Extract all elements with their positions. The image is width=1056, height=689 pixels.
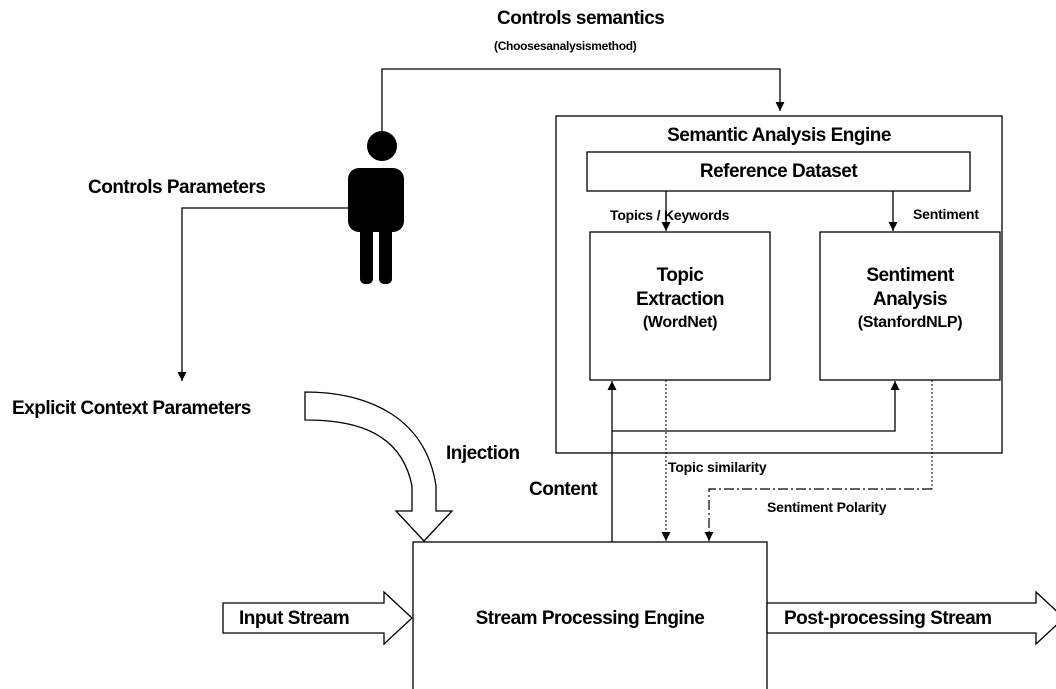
explicit-context-label: Explicit Context Parameters [12,398,251,419]
chooses-method-label: (Choosesanalysismethod) [494,39,637,53]
topic-box-line2: Extraction [636,289,724,310]
semantic-engine-title: Semantic Analysis Engine [667,125,891,146]
input-stream-arrow [222,590,413,646]
sentiment-label: Sentiment [913,206,979,222]
controls-parameters-label: Controls Parameters [88,177,266,198]
sentiment-polarity-label: Sentiment Polarity [767,499,887,515]
topics-keywords-label: Topics / Keywords [610,207,730,223]
topic-extraction-box [589,231,771,381]
post-processing-stream-label: Post-processing Stream [784,608,992,629]
post-processing-stream-arrow [766,590,1056,646]
sentiment-box-line2: Analysis [872,289,948,310]
sentiment-box-line1: Sentiment [866,265,954,286]
controls-parameters-arrow [177,207,350,381]
controls-semantics-arrow [381,68,785,131]
injection-arrow [304,391,454,542]
sentiment-polarity-arrow [704,488,932,541]
input-stream-label: Input Stream [239,608,350,629]
topic-box-line1: Topic [656,265,704,286]
injection-label: Injection [446,443,520,464]
person-icon [348,131,404,284]
topic-box-line3: (WordNet) [642,314,718,331]
content-label: Content [529,479,598,500]
sentiment-box-line3: (StanfordNLP) [857,314,963,331]
reference-dataset-box [586,151,971,192]
semantic-analysis-engine [555,115,1003,454]
stream-processing-engine [412,541,768,689]
content-arrow-sentiment [612,381,900,432]
reference-dataset-label: Reference Dataset [699,161,858,182]
controls-semantics-label: Controls semantics [497,8,665,29]
stream-engine-title: Stream Processing Engine [475,608,705,629]
topic-similarity-label: Topic similarity [668,459,767,475]
sentiment-analysis-box [819,231,1001,381]
